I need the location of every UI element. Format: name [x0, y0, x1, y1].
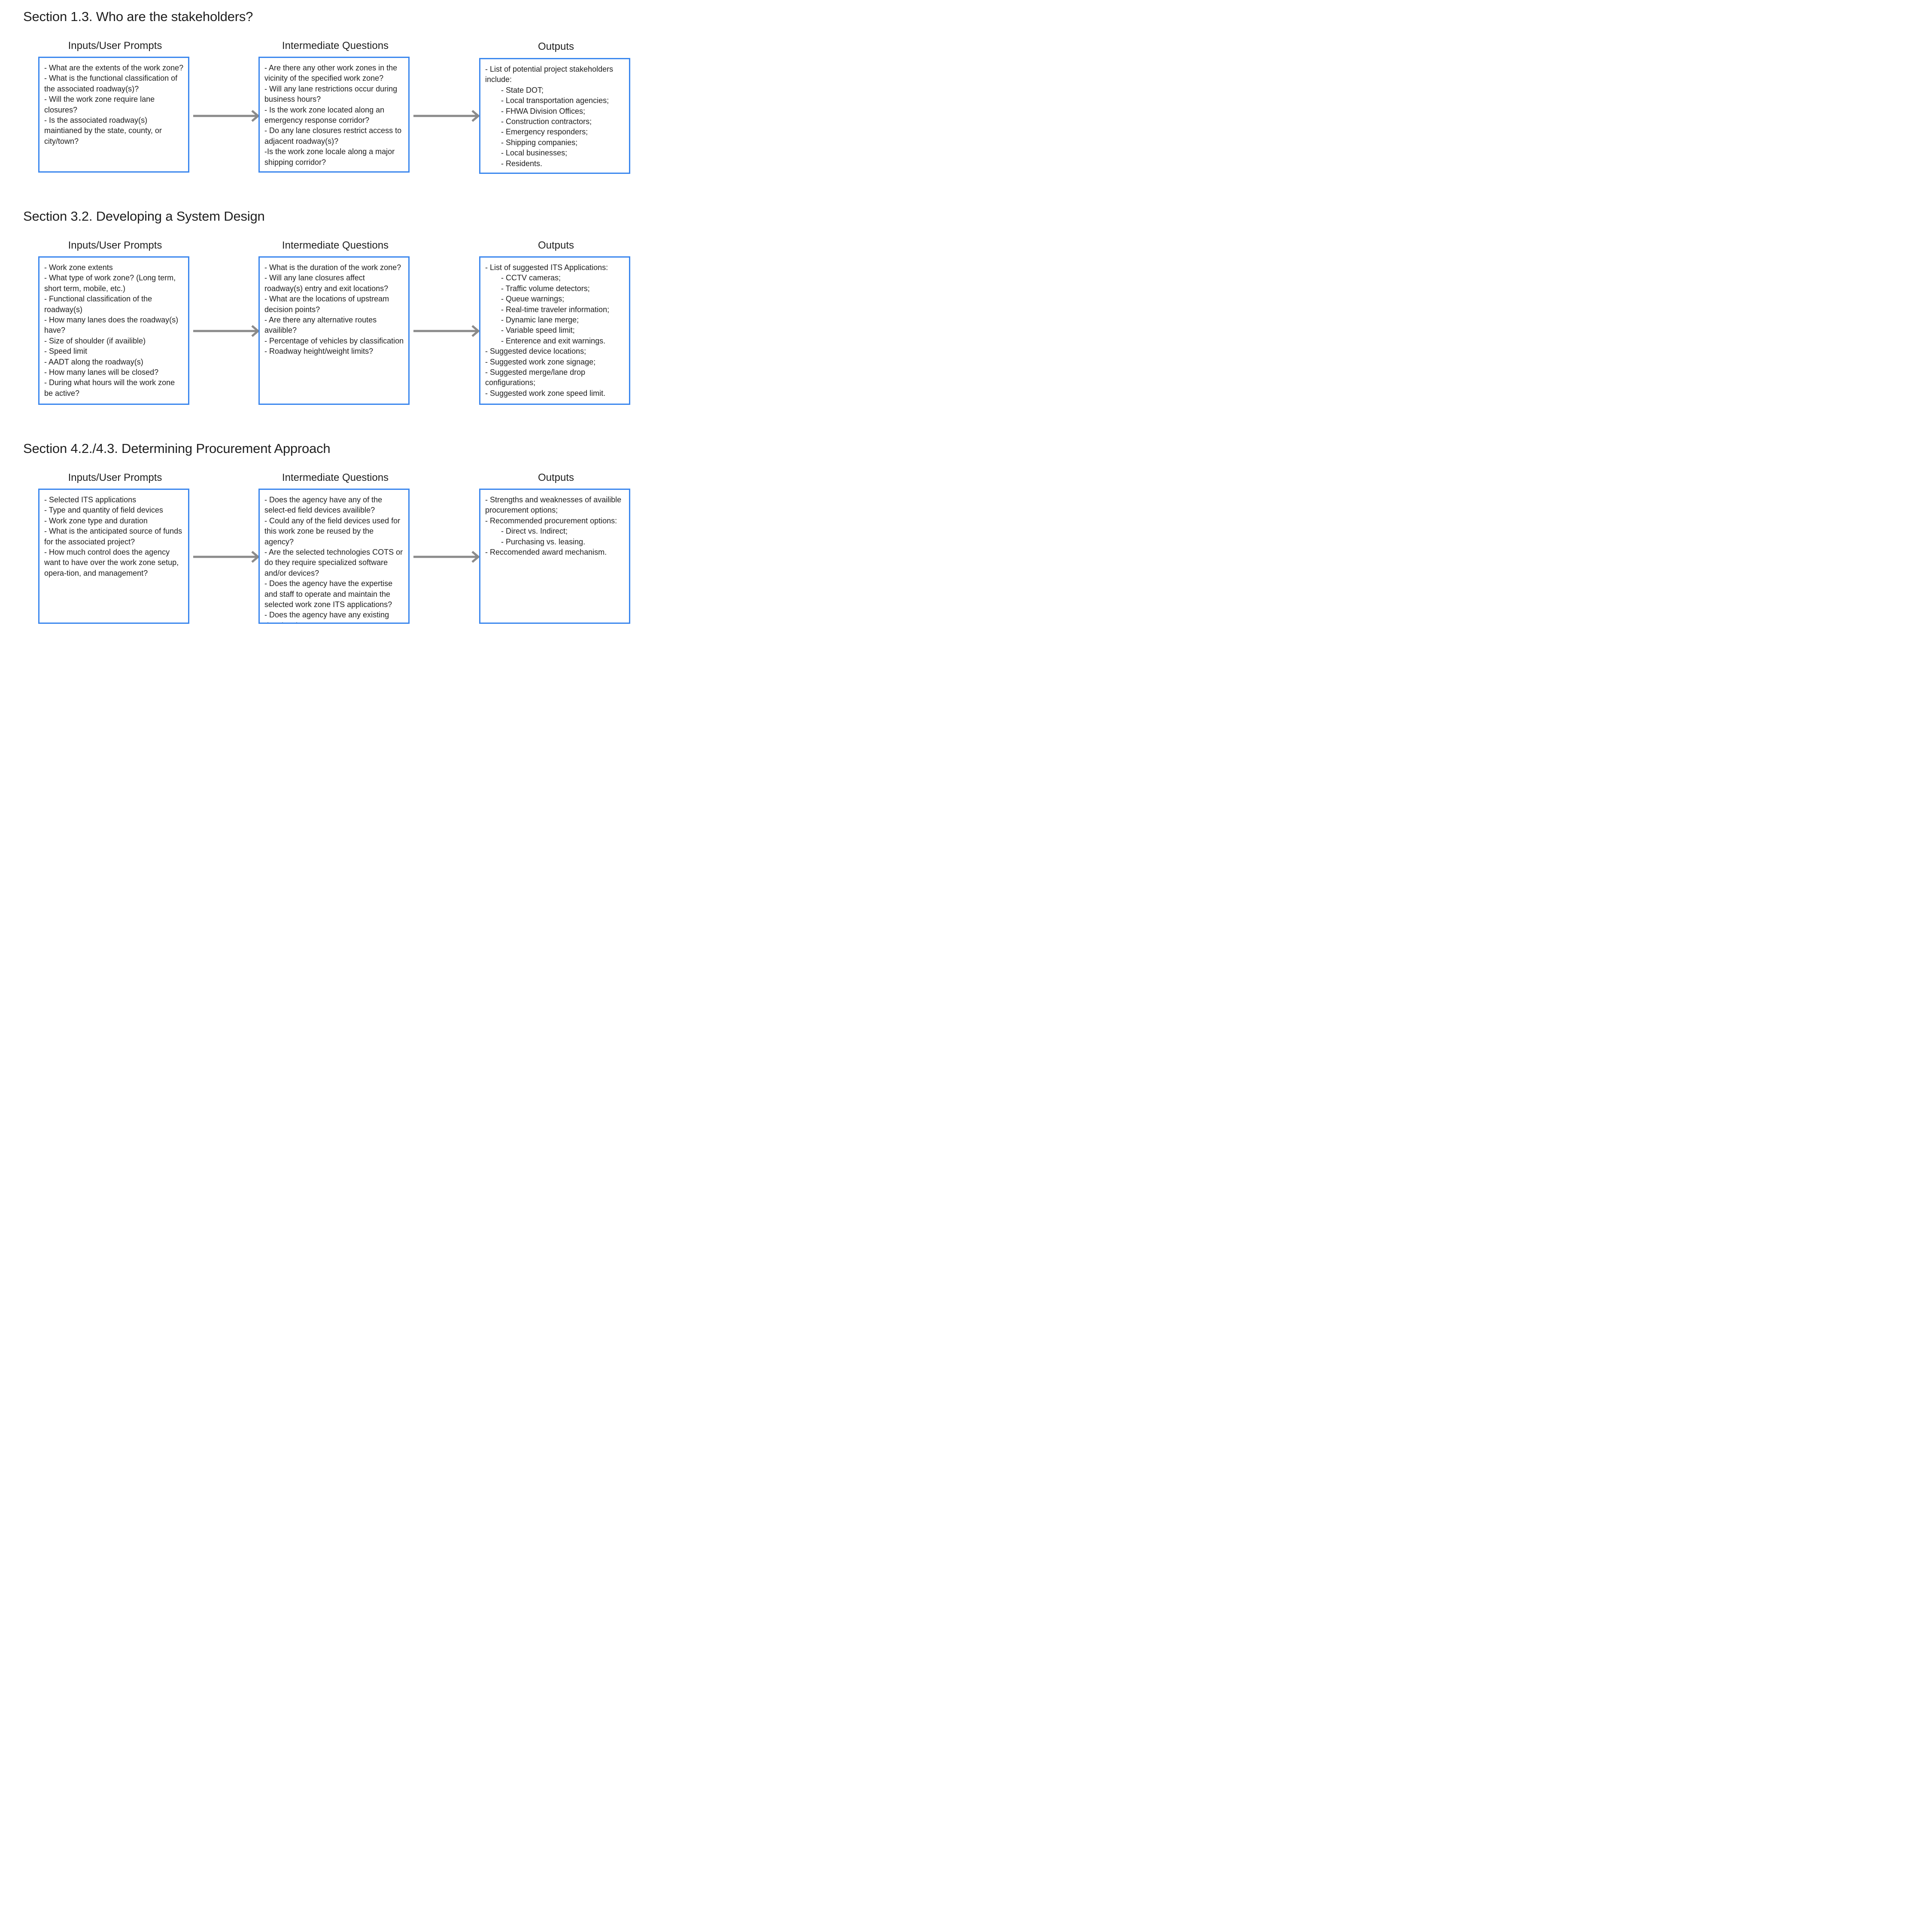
column-heading-outputs: Outputs — [538, 240, 574, 251]
list-item: - Residents. — [501, 159, 543, 168]
column-heading-intermediate: Intermediate Questions — [282, 240, 389, 251]
section-title: Section 4.2./4.3. Determining Procuremen… — [23, 441, 331, 456]
list-item: - State DOT; — [501, 85, 544, 94]
list-item: - Is the work zone located along an emer… — [264, 105, 387, 125]
list-item: - Does the agency have any of the select… — [264, 495, 385, 515]
list-item: - Traffic volume detectors; — [501, 284, 590, 293]
list-item: - What is the duration of the work zone? — [264, 263, 401, 272]
list-item: - Shipping companies; — [501, 138, 578, 147]
list-item: - During what hours will the work zone b… — [44, 378, 177, 398]
outputs-box: - Strengths and weaknesses of availible … — [479, 489, 630, 624]
intermediate-box: - Does the agency have any of the select… — [258, 489, 410, 624]
list-item: - Enterence and exit warnings. — [501, 336, 606, 345]
list-item: - What is the anticipated source of fund… — [44, 527, 185, 546]
list-item: - Work zone extents — [44, 263, 113, 272]
intermediate-box: - Are there any other work zones in the … — [258, 57, 410, 173]
list-item: - Construction contractors; — [501, 117, 592, 126]
section-procurement: Section 4.2./4.3. Determining Procuremen… — [0, 440, 666, 629]
list-item: - Do any lane closures restrict access t… — [264, 126, 404, 146]
list-item: - Will any lane restrictions occur durin… — [264, 84, 400, 104]
flow-arrow-icon — [413, 109, 480, 122]
list-item: - Suggested work zone speed limit. — [485, 389, 606, 398]
flow-arrow-icon — [193, 550, 260, 563]
list-item: - Recommended procurement options: — [485, 516, 617, 525]
section-system-design: Section 3.2. Developing a System Design … — [0, 208, 666, 410]
flow-arrow-icon — [413, 325, 480, 337]
list-item: - Variable speed limit; — [501, 326, 575, 335]
flow-arrow-icon — [193, 325, 260, 337]
list-item: - Suggested merge/lane drop configuratio… — [485, 368, 588, 387]
inputs-box: - What are the extents of the work zone?… — [38, 57, 189, 173]
list-item: - Type and quantity of field devices — [44, 506, 163, 515]
list-item: - What are the extents of the work zone? — [44, 64, 184, 72]
list-item: - Reccomended award mechanism. — [485, 548, 607, 557]
list-item: - Are there any other work zones in the … — [264, 64, 400, 83]
column-heading-intermediate: Intermediate Questions — [282, 40, 389, 52]
intermediate-box: - What is the duration of the work zone?… — [258, 256, 410, 405]
list-item: - Purchasing vs. leasing. — [501, 537, 586, 546]
section-title: Section 3.2. Developing a System Design — [23, 209, 265, 224]
inputs-box: - Work zone extents- What type of work z… — [38, 256, 189, 405]
list-item: - Emergency responders; — [501, 128, 588, 137]
list-item: - Could any of the field devices used fo… — [264, 516, 403, 546]
list-item: - Queue warnings; — [501, 295, 565, 304]
inputs-box: - Selected ITS applications - Type and qu… — [38, 489, 189, 624]
list-item: - Is the associated roadway(s) maintiane… — [44, 116, 164, 146]
column-heading-inputs: Inputs/User Prompts — [68, 240, 162, 251]
column-heading-inputs: Inputs/User Prompts — [68, 40, 162, 52]
list-item: - CCTV cameras; — [501, 273, 561, 283]
list-item: - Does the agency have any existing data… — [264, 611, 389, 623]
list-item: - Will the work zone require lane closur… — [44, 95, 157, 114]
flow-arrow-icon — [193, 109, 260, 122]
section-title: Section 1.3. Who are the stakeholders? — [23, 9, 253, 24]
list-item: - Selected ITS applications — [44, 495, 137, 504]
list-item: - How many lanes does the roadway(s) hav… — [44, 316, 181, 335]
list-item: - Local transportation agencies; — [501, 96, 609, 105]
list-item: - What are the locations of upstream dec… — [264, 295, 392, 314]
list-item: - List of potential project stakeholders… — [485, 65, 616, 84]
list-item: - Real-time traveler information; — [501, 305, 610, 314]
list-item: - Size of shoulder (if availible) — [44, 336, 146, 345]
list-item: - Are the selected technologies COTS or … — [264, 548, 405, 577]
list-item: - Local businesses; — [501, 149, 568, 158]
list-item: - Suggested device locations; — [485, 347, 586, 356]
list-item: - Roadway height/weight limits? — [264, 347, 374, 356]
column-heading-intermediate: Intermediate Questions — [282, 472, 389, 483]
column-heading-inputs: Inputs/User Prompts — [68, 472, 162, 483]
list-item: - Strengths and weaknesses of availible … — [485, 495, 624, 515]
outputs-box: - List of potential project stakeholders… — [479, 58, 630, 174]
list-item: - Are there any alternative routes avail… — [264, 316, 379, 335]
list-item: - Functional classification of the roadw… — [44, 295, 155, 314]
column-heading-outputs: Outputs — [538, 472, 574, 483]
list-item: - What type of work zone? (Long term, sh… — [44, 273, 178, 293]
list-item: - Work zone type and duration — [44, 516, 148, 525]
outputs-box: - List of suggested ITS Applications:- C… — [479, 256, 630, 405]
list-item: - Direct vs. Indirect; — [501, 527, 568, 536]
flow-arrow-icon — [413, 550, 480, 563]
column-heading-outputs: Outputs — [538, 41, 574, 52]
list-item: - Does the agency have the expertise and… — [264, 579, 395, 609]
list-item: - FHWA Division Offices; — [501, 106, 586, 115]
list-item: -Is the work zone locale along a major s… — [264, 147, 397, 167]
list-item: - Dynamic lane merge; — [501, 316, 579, 325]
list-item: - What is the functional classification … — [44, 74, 180, 93]
list-item: - List of suggested ITS Applications: — [485, 263, 608, 272]
list-item: - AADT along the roadway(s) — [44, 357, 143, 366]
list-item: - Speed limit — [44, 347, 88, 356]
list-item: - How much control does the agency want … — [44, 548, 181, 577]
section-stakeholders: Section 1.3. Who are the stakeholders? I… — [0, 9, 666, 180]
list-item: - Will any lane closures affect roadway(… — [264, 273, 389, 293]
list-item: - How many lanes will be closed? — [44, 368, 159, 377]
list-item: - Suggested work zone signage; — [485, 357, 596, 366]
list-item: - Percentage of vehicles by classificati… — [264, 336, 404, 345]
